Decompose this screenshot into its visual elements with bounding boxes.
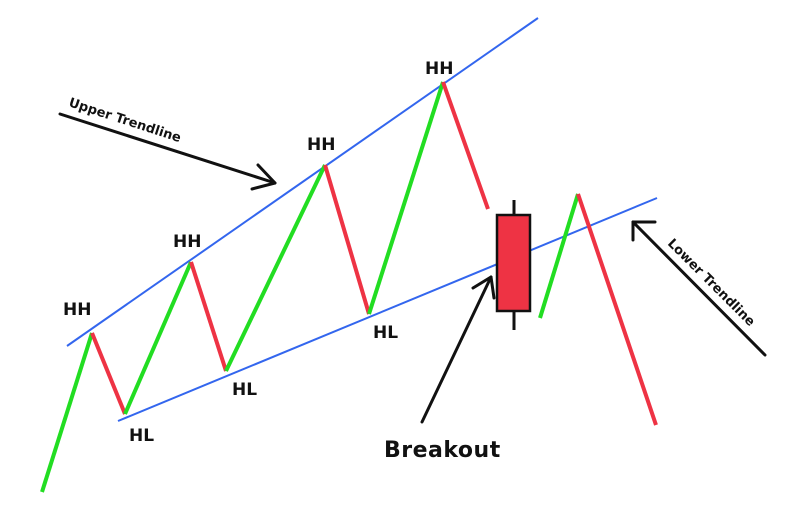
down-swing xyxy=(90,332,127,415)
breakout-candle xyxy=(495,200,532,330)
breakout-arrow-head xyxy=(471,275,496,300)
upper-trendline xyxy=(66,17,539,347)
up-swing xyxy=(367,81,445,315)
price-swings xyxy=(40,81,658,493)
down-swing xyxy=(441,81,490,210)
down-swing xyxy=(576,193,658,426)
up-swing xyxy=(538,193,580,319)
down-swing xyxy=(323,164,371,315)
up-swing xyxy=(224,164,327,372)
up-swing xyxy=(40,332,94,493)
hl-label: HL xyxy=(373,323,398,343)
hh-label: HH xyxy=(425,59,453,79)
candle-body xyxy=(495,213,532,313)
lower-trendline-arrow-head xyxy=(631,220,657,242)
upper-trendline-arrow-shaft xyxy=(58,112,277,185)
down-swing xyxy=(189,261,228,372)
up-swing xyxy=(123,261,193,415)
hl-label: HL xyxy=(129,426,154,446)
hh-label: HH xyxy=(63,300,91,320)
upper-trendline-arrow-head xyxy=(250,163,277,191)
breakout-label: Breakout xyxy=(384,438,501,463)
hh-label: HH xyxy=(173,232,201,252)
lower-trendline-arrow-shaft xyxy=(631,220,767,357)
lower-trendline-label: Lower Trendline xyxy=(664,236,758,330)
arrows xyxy=(58,112,767,424)
hl-label: HL xyxy=(232,380,257,400)
hh-label: HH xyxy=(307,135,335,155)
breakout-arrow-shaft xyxy=(420,275,493,424)
